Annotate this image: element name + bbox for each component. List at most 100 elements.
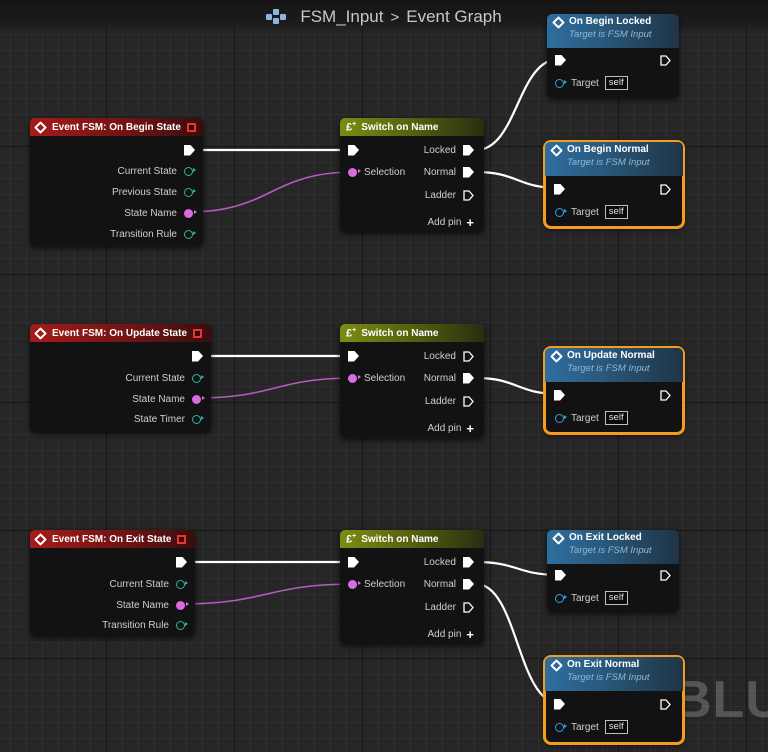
exec-in-pin[interactable]: [555, 568, 566, 582]
exec-out-hollow-icon[interactable]: [660, 389, 671, 401]
exec-in-pin[interactable]: [348, 143, 359, 157]
delegate-pin-icon[interactable]: [186, 122, 196, 132]
struct-pin-icon[interactable]: [176, 579, 188, 589]
exec-in-icon[interactable]: [554, 389, 565, 401]
exec-in-pin[interactable]: [554, 697, 565, 711]
struct-pin-icon[interactable]: [192, 373, 204, 383]
exec-in-icon[interactable]: [555, 54, 566, 66]
struct-pin-icon[interactable]: [184, 187, 196, 197]
function-node-header[interactable]: On Begin Normal Target is FSM Input: [545, 142, 683, 176]
out-pin-locked[interactable]: Locked: [424, 349, 474, 363]
event-node-header[interactable]: Event FSM: On Begin State: [30, 118, 203, 136]
exec-in-pin[interactable]: [348, 555, 359, 569]
exec-out-icon[interactable]: [463, 578, 474, 590]
function-node-on-exit-locked[interactable]: On Exit Locked Target is FSM Input Targe…: [547, 530, 679, 612]
name-pin-icon[interactable]: [192, 394, 205, 404]
exec-in-icon[interactable]: [348, 556, 359, 568]
name-pin-icon[interactable]: [348, 579, 361, 589]
exec-out-pin[interactable]: [184, 143, 195, 157]
switch-node-header[interactable]: £+ Switch on Name: [340, 118, 484, 136]
target-pin[interactable]: Target self: [555, 76, 628, 90]
object-pin-icon[interactable]: [555, 207, 567, 217]
exec-out-pin[interactable]: [660, 182, 671, 196]
event-node-header[interactable]: Event FSM: On Exit State: [30, 530, 195, 548]
out-pin-locked[interactable]: Locked: [424, 555, 474, 569]
struct-pin-icon[interactable]: [176, 620, 188, 630]
pin-transition-rule[interactable]: Transition Rule: [110, 227, 196, 241]
exec-out-icon[interactable]: [463, 166, 474, 178]
exec-out-hollow-icon[interactable]: [660, 569, 671, 581]
out-pin-locked[interactable]: Locked: [424, 143, 474, 157]
plus-icon[interactable]: +: [466, 420, 474, 436]
breadcrumb-graph-name[interactable]: FSM_Input: [300, 7, 384, 26]
struct-pin-icon[interactable]: [184, 229, 196, 239]
pin-state-name[interactable]: State Name: [132, 392, 205, 406]
target-pin[interactable]: Target self: [555, 205, 628, 219]
name-pin-icon[interactable]: [176, 600, 189, 610]
switch-node-exit[interactable]: £+ Switch on Name Selection Locked Norma…: [340, 530, 484, 644]
out-pin-normal[interactable]: Normal: [424, 165, 474, 179]
exec-out-pin[interactable]: [192, 349, 203, 363]
target-pin[interactable]: Target self: [555, 591, 628, 605]
out-pin-ladder[interactable]: Ladder: [425, 188, 474, 202]
exec-out-icon[interactable]: [192, 350, 203, 362]
plus-icon[interactable]: +: [466, 626, 474, 642]
pin-state-name[interactable]: State Name: [124, 206, 197, 220]
add-pin-button[interactable]: Add pin+: [427, 420, 474, 436]
exec-wire[interactable]: [475, 57, 560, 152]
pin-state-name[interactable]: State Name: [116, 598, 189, 612]
out-pin-normal[interactable]: Normal: [424, 371, 474, 385]
pin-current-state[interactable]: Current State: [118, 164, 196, 178]
switch-node-header[interactable]: £+ Switch on Name: [340, 530, 484, 548]
function-node-header[interactable]: On Exit Normal Target is FSM Input: [545, 657, 683, 691]
pin-state-timer[interactable]: State Timer: [134, 412, 204, 426]
exec-in-icon[interactable]: [554, 698, 565, 710]
switch-node-header[interactable]: £+ Switch on Name: [340, 324, 484, 342]
add-pin-button[interactable]: Add pin+: [427, 214, 474, 230]
function-node-on-update-normal[interactable]: On Update Normal Target is FSM Input Tar…: [543, 346, 685, 435]
function-node-on-exit-normal[interactable]: On Exit Normal Target is FSM Input Targe…: [543, 655, 685, 745]
exec-in-pin[interactable]: [554, 388, 565, 402]
out-pin-ladder[interactable]: Ladder: [425, 394, 474, 408]
function-node-header[interactable]: On Begin Locked Target is FSM Input: [547, 14, 679, 48]
exec-out-icon[interactable]: [184, 144, 195, 156]
function-node-header[interactable]: On Exit Locked Target is FSM Input: [547, 530, 679, 564]
target-pin[interactable]: Target self: [555, 411, 628, 425]
out-pin-ladder[interactable]: Ladder: [425, 600, 474, 614]
struct-pin-icon[interactable]: [184, 166, 196, 176]
object-pin-icon[interactable]: [555, 593, 567, 603]
exec-out-pin[interactable]: [176, 555, 187, 569]
exec-in-pin[interactable]: [554, 182, 565, 196]
pin-selection[interactable]: Selection: [348, 165, 405, 179]
event-node-begin-state[interactable]: Event FSM: On Begin State Current State …: [30, 118, 203, 246]
switch-node-begin[interactable]: £+ Switch on Name Selection Locked Norma…: [340, 118, 484, 232]
plus-icon[interactable]: +: [466, 214, 474, 230]
out-pin-normal[interactable]: Normal: [424, 577, 474, 591]
name-wire[interactable]: [195, 377, 355, 399]
exec-in-icon[interactable]: [348, 144, 359, 156]
exec-in-pin[interactable]: [348, 349, 359, 363]
switch-node-update[interactable]: £+ Switch on Name Selection Locked Norma…: [340, 324, 484, 438]
function-node-header[interactable]: On Update Normal Target is FSM Input: [545, 348, 683, 382]
exec-out-hollow-icon[interactable]: [463, 601, 474, 613]
exec-out-icon[interactable]: [463, 372, 474, 384]
pin-current-state[interactable]: Current State: [110, 577, 188, 591]
name-wire[interactable]: [187, 171, 355, 213]
struct-pin-icon[interactable]: [192, 414, 204, 424]
name-pin-icon[interactable]: [348, 373, 361, 383]
exec-in-icon[interactable]: [555, 569, 566, 581]
exec-out-icon[interactable]: [176, 556, 187, 568]
function-node-on-begin-normal[interactable]: On Begin Normal Target is FSM Input Targ…: [543, 140, 685, 229]
breadcrumb-section[interactable]: Event Graph: [406, 7, 502, 26]
name-pin-icon[interactable]: [348, 167, 361, 177]
pin-selection[interactable]: Selection: [348, 371, 405, 385]
exec-out-pin[interactable]: [660, 388, 671, 402]
exec-out-hollow-icon[interactable]: [660, 54, 671, 66]
pin-current-state[interactable]: Current State: [126, 371, 204, 385]
event-node-exit-state[interactable]: Event FSM: On Exit State Current State S…: [30, 530, 195, 636]
event-node-header[interactable]: Event FSM: On Update State: [30, 324, 211, 342]
exec-in-pin[interactable]: [555, 53, 566, 67]
exec-in-icon[interactable]: [554, 183, 565, 195]
exec-out-hollow-icon[interactable]: [660, 183, 671, 195]
name-wire[interactable]: [179, 583, 355, 605]
